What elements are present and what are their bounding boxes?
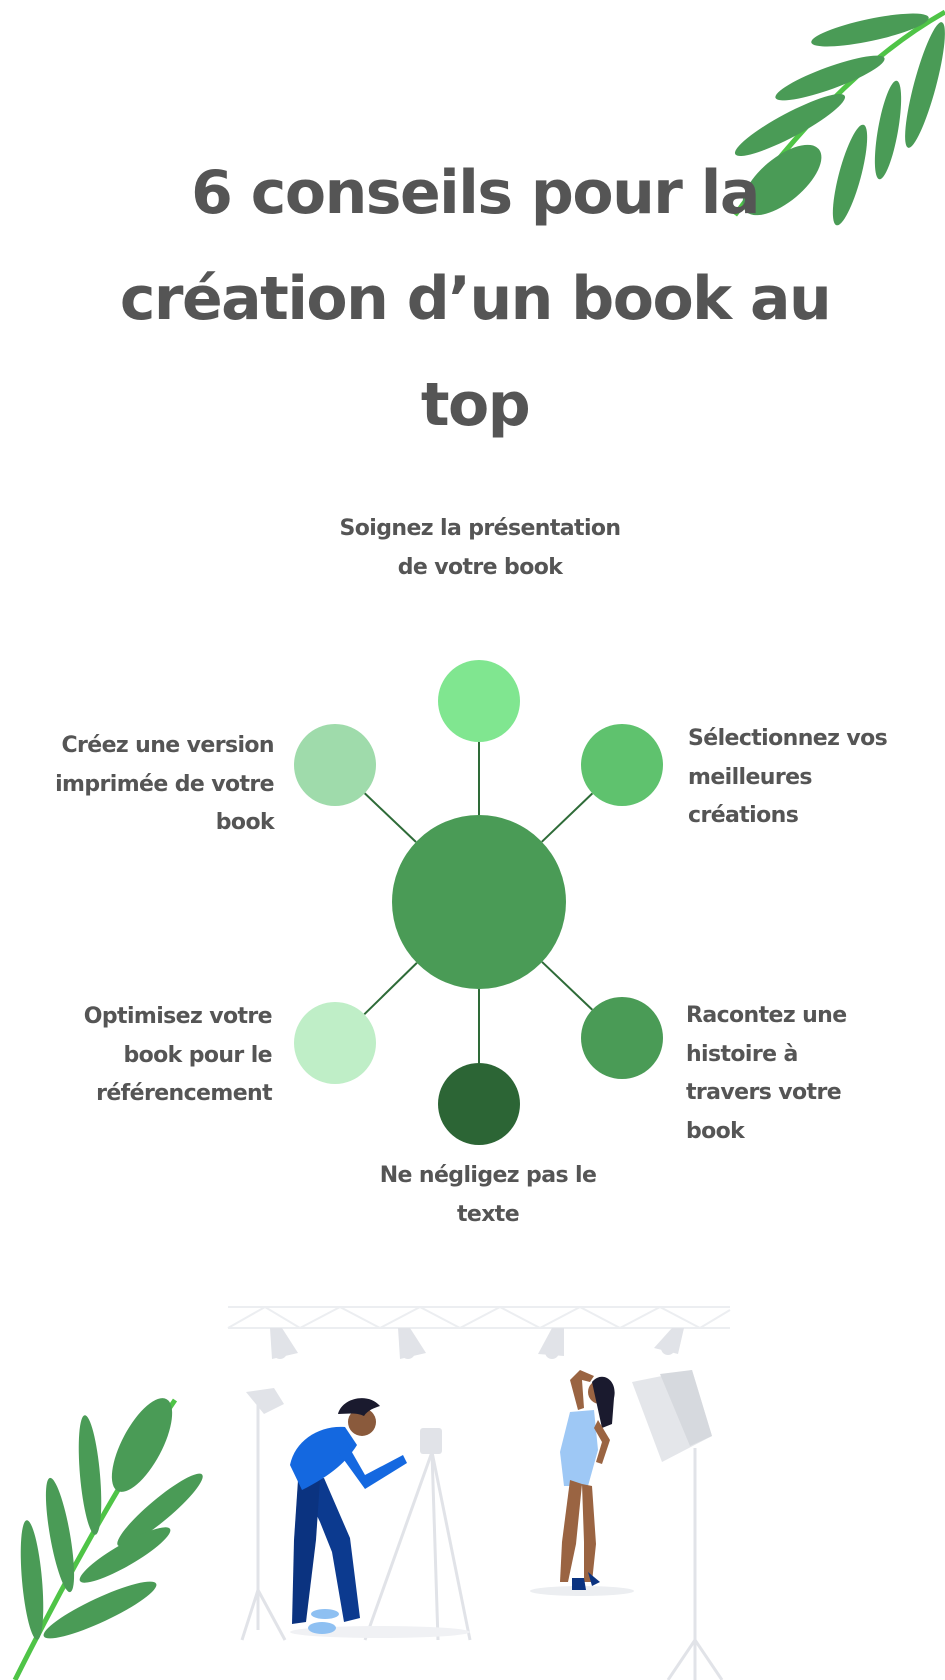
node-presentation <box>438 660 520 742</box>
softbox-right <box>632 1370 724 1680</box>
connector-referencement <box>363 962 418 1016</box>
node-histoire <box>581 997 663 1079</box>
lighting-truss <box>227 1305 731 1330</box>
node-label-texte: Ne négligez pas le texte <box>379 1163 597 1227</box>
ceiling-lamps <box>270 1328 684 1359</box>
photo-studio-illustration <box>227 1305 731 1680</box>
node-label-impression: Créez une version imprimée de votre book <box>55 733 275 835</box>
leaf-branch-bottom-left <box>12 1398 203 1680</box>
model-platform <box>530 1586 634 1596</box>
tripod <box>363 1451 472 1641</box>
connector-histoire <box>541 961 593 1011</box>
node-label-referencement: Optimisez votre book pour le référenceme… <box>83 1004 273 1106</box>
node-label-selection: Sélectionnez vos meilleures créations <box>688 726 888 828</box>
left-light-head <box>246 1388 284 1414</box>
leaf-branch-top-right <box>732 9 945 226</box>
page-title: 6 conseils pour la création d’un book au… <box>119 158 832 440</box>
node-label-presentation: Soignez la présentation de votre book <box>339 516 622 580</box>
connector-selection <box>541 792 594 843</box>
photographer-figure <box>290 1398 407 1634</box>
connector-impression <box>364 792 417 843</box>
node-impression <box>294 724 376 806</box>
node-selection <box>581 724 663 806</box>
model-figure <box>560 1370 615 1590</box>
node-texte <box>438 1063 520 1145</box>
node-referencement <box>294 1002 376 1084</box>
camera-icon <box>420 1428 442 1454</box>
node-label-histoire: Racontez une histoire à travers votre bo… <box>686 1003 847 1144</box>
left-light-stand <box>240 1405 287 1641</box>
center-node <box>392 815 566 989</box>
